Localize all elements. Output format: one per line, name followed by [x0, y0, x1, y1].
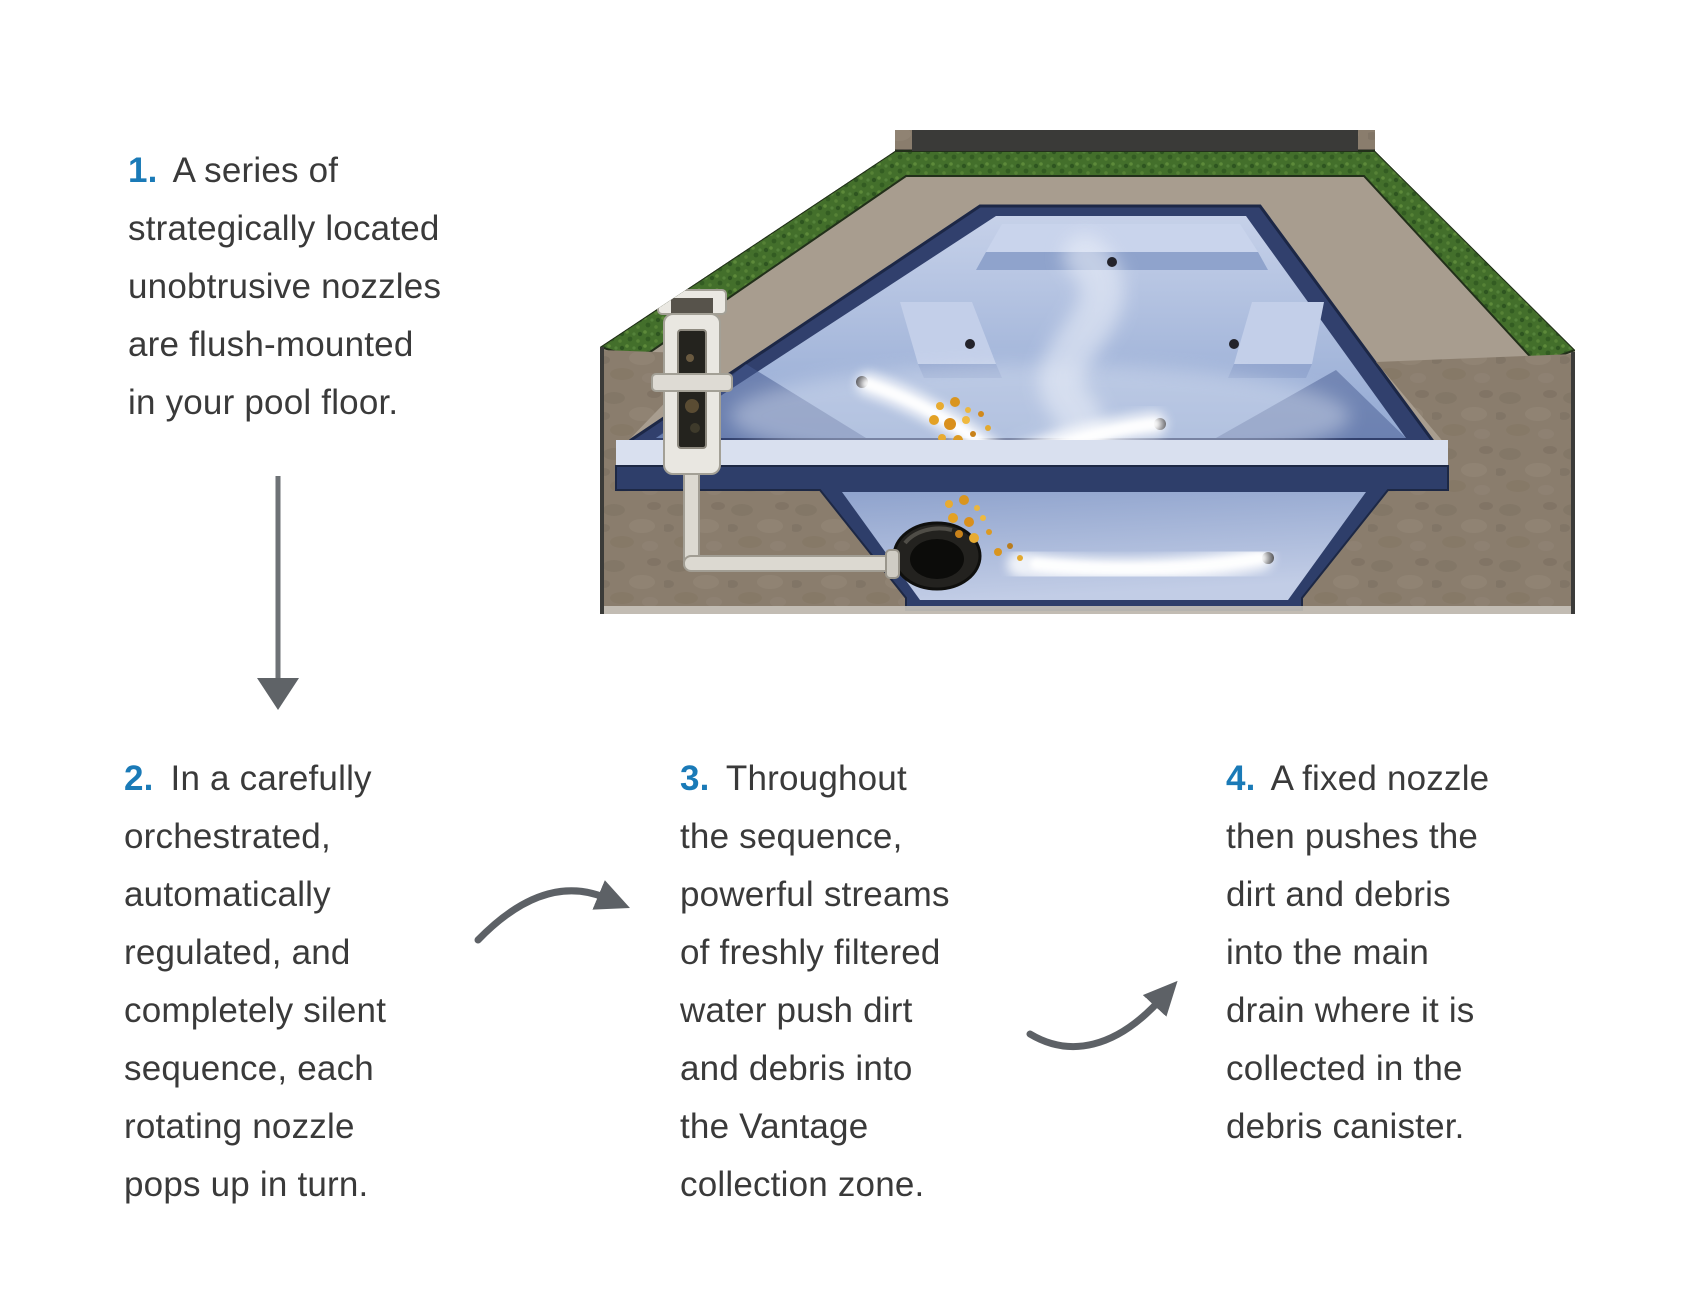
step-1-body: A series of strategically located unobtr… — [128, 151, 442, 422]
flow-arrow-right-icon — [474, 880, 630, 944]
step-2: 2. In a carefully orchestrated, automati… — [124, 750, 554, 1214]
soil-right-corner — [1376, 354, 1575, 444]
step-4-text: 4. A fixed nozzle then pushes the dirt a… — [1226, 750, 1586, 1156]
step-3-text: 3. Throughout the sequence, powerful str… — [680, 750, 1080, 1214]
step-3: 3. Throughout the sequence, powerful str… — [680, 750, 1080, 1214]
step-3-number: 3. — [680, 759, 710, 798]
step-2-number: 2. — [124, 759, 154, 798]
hedge-top-bar — [912, 130, 1358, 151]
step-1-text: 1. A series of strategically located uno… — [128, 142, 598, 432]
main-drain — [892, 521, 982, 591]
debris-canister — [651, 289, 900, 579]
step-4-body: A fixed nozzle then pushes the dirt and … — [1226, 759, 1490, 1146]
pool-steps — [986, 224, 1258, 252]
floor-jet — [1007, 545, 1274, 584]
step-4: 4. A fixed nozzle then pushes the dirt a… — [1226, 750, 1586, 1156]
supply-pipe — [683, 465, 700, 571]
pool-cutaway-illustration — [600, 130, 1575, 614]
step-2-text: 2. In a carefully orchestrated, automati… — [124, 750, 554, 1214]
step-1: 1. A series of strategically located uno… — [128, 142, 598, 432]
debris-particles-floor — [945, 495, 1023, 561]
flow-arrow-down-icon — [257, 476, 299, 710]
step-1-number: 1. — [128, 151, 158, 190]
pool-bench-right — [1234, 302, 1324, 364]
step-2-body: In a carefully orchestrated, automatical… — [124, 759, 387, 1204]
waterline-band — [616, 440, 1448, 466]
flow-arrow-up-right-icon — [1026, 980, 1178, 1050]
step-3-body: Throughout the sequence, powerful stream… — [680, 759, 950, 1204]
step-4-number: 4. — [1226, 759, 1256, 798]
floor-nozzle-dots — [965, 257, 1239, 349]
